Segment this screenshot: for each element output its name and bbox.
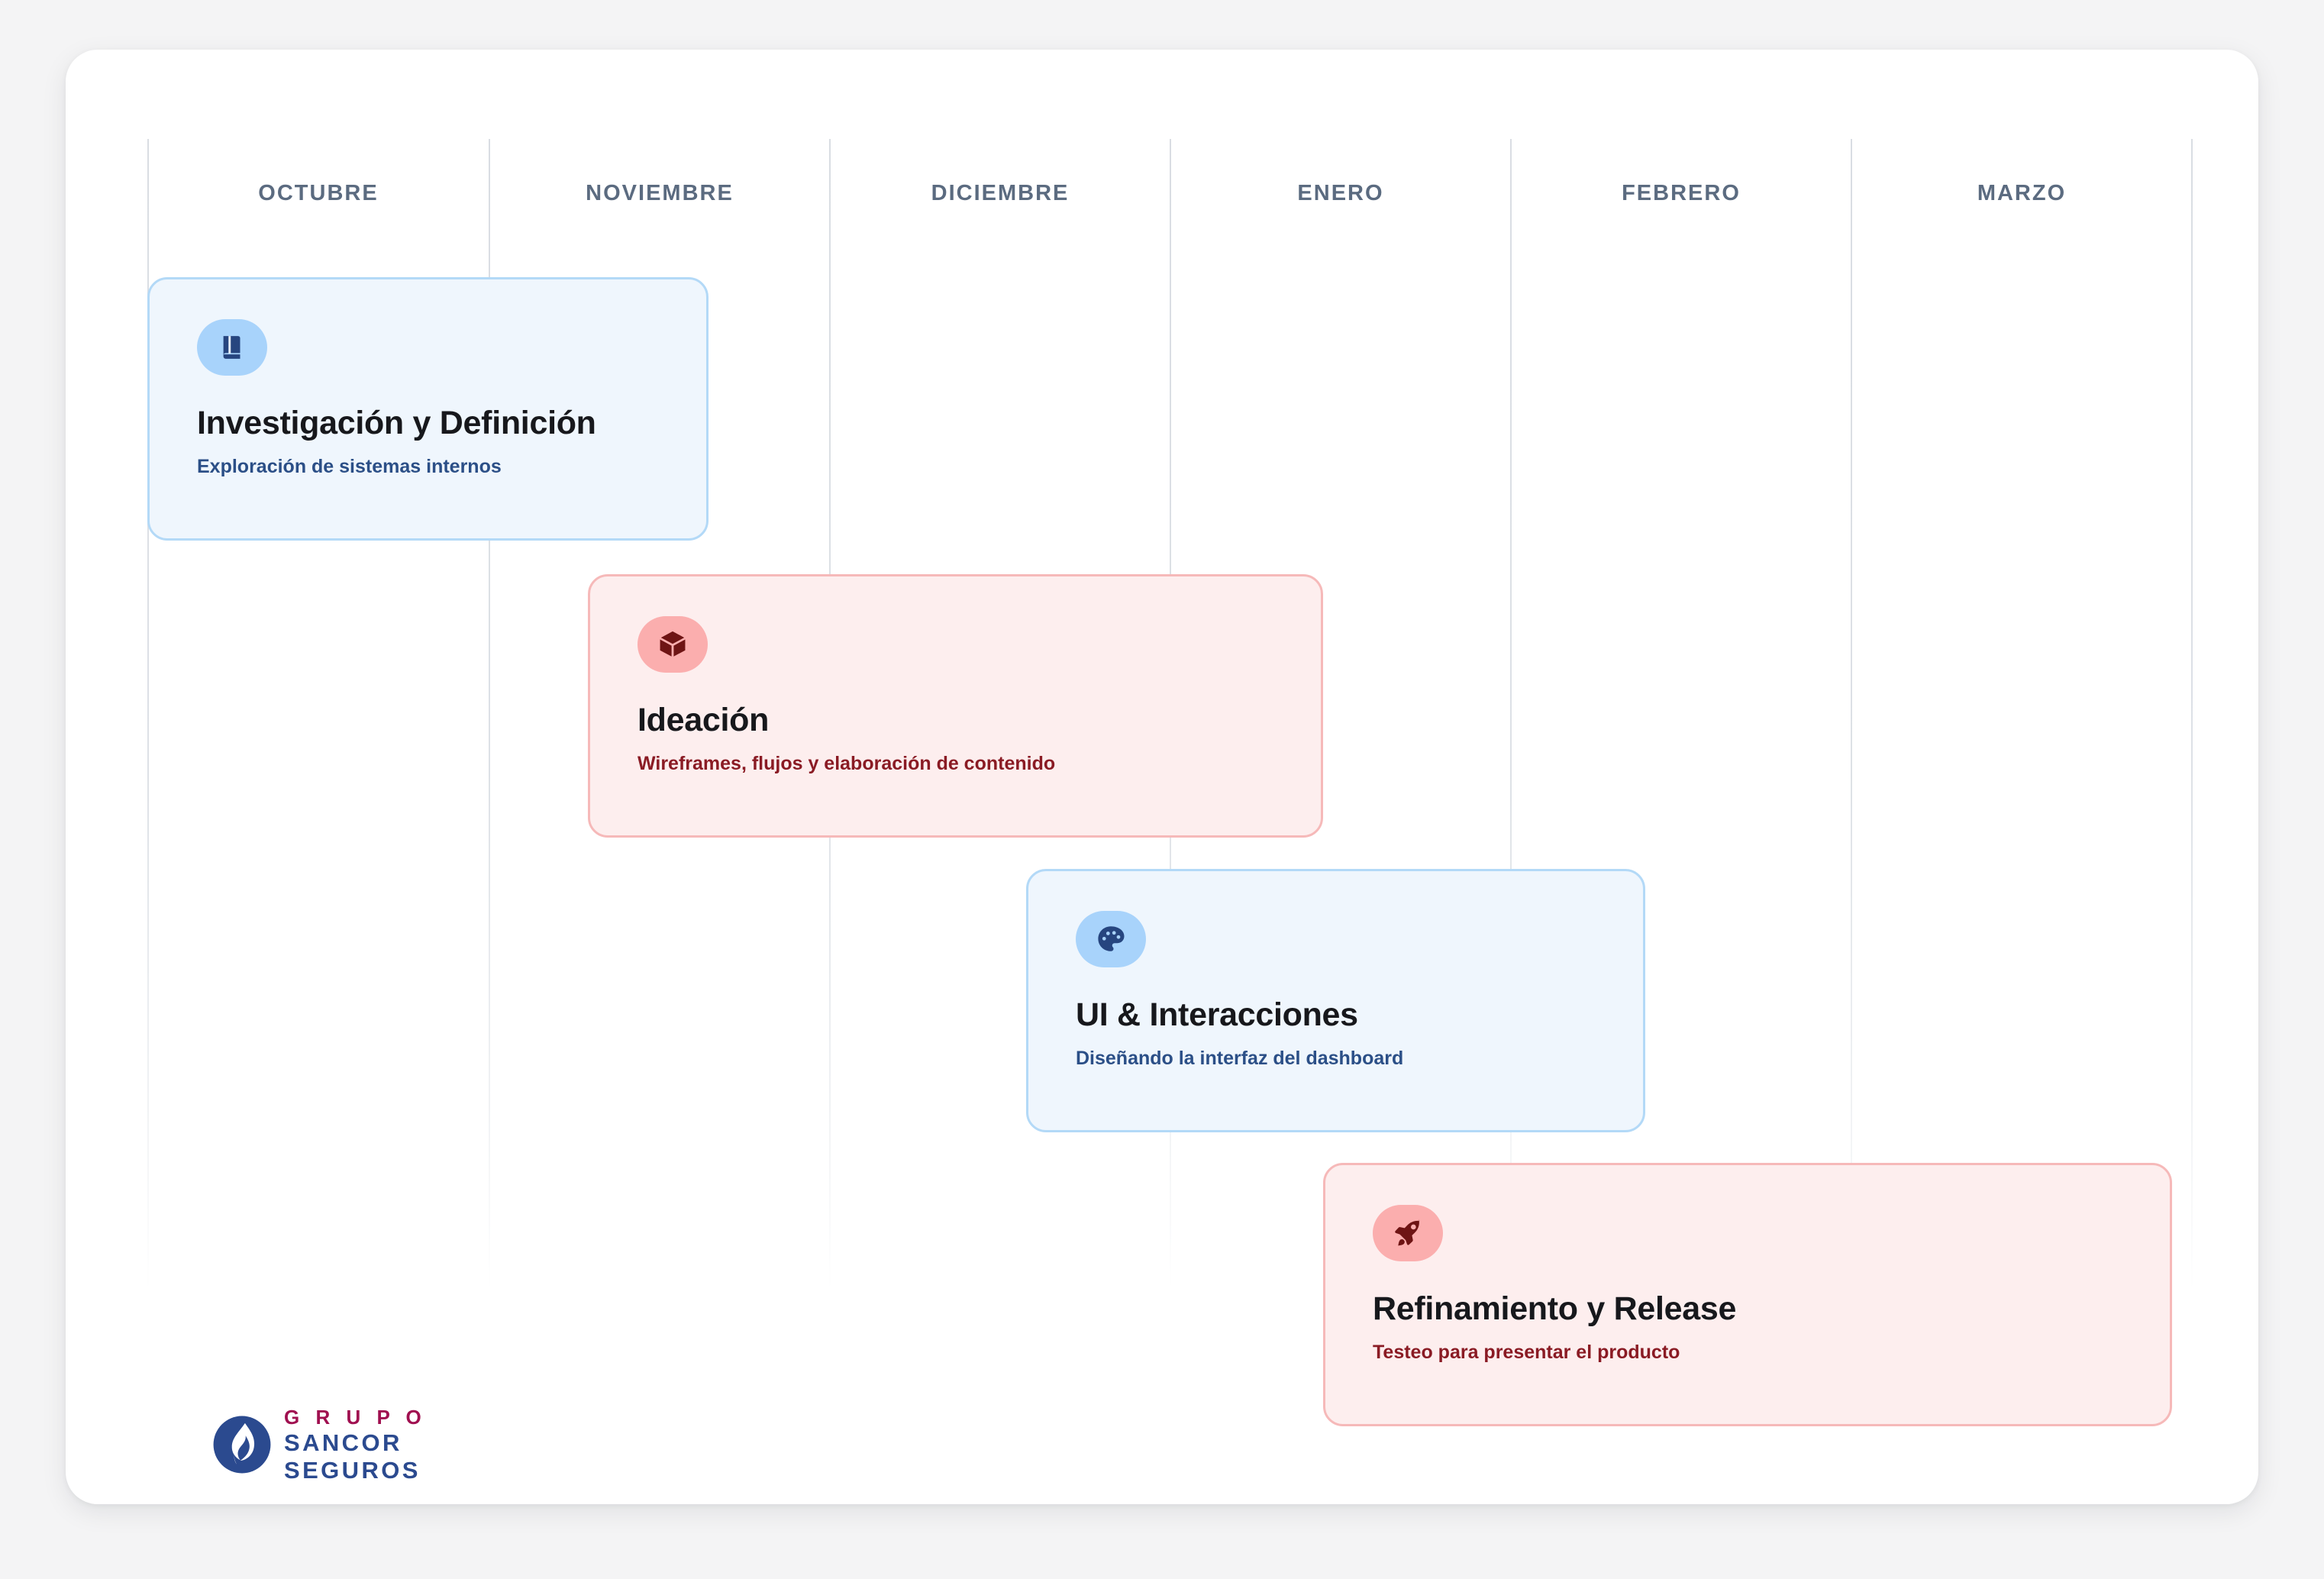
phase-subtitle: Wireframes, flujos y elaboración de cont… <box>637 753 1056 774</box>
logo-line-sancor: SANCOR <box>284 1429 402 1456</box>
palette-icon <box>1076 911 1146 967</box>
phase-subtitle: Diseñando la interfaz del dashboard <box>1076 1048 1404 1069</box>
month-label-marzo: MARZO <box>1977 181 2067 205</box>
gridline-5 <box>1851 139 1852 1290</box>
month-label-diciembre: DICIEMBRE <box>931 181 1070 205</box>
flame-circle-icon <box>213 1416 271 1474</box>
logo-line-seguros: SEGUROS <box>284 1457 421 1484</box>
timeline-board: OCTUBRE NOVIEMBRE DICIEMBRE ENERO FEBRERO MAR… <box>66 50 2258 1504</box>
rocket-icon <box>1373 1205 1443 1261</box>
phase-title: Refinamiento y Release <box>1373 1290 1737 1327</box>
gridline-6 <box>2191 139 2193 1290</box>
book-icon <box>197 319 267 376</box>
phase-subtitle: Exploración de sistemas internos <box>197 456 502 477</box>
box-icon <box>637 616 708 673</box>
month-label-noviembre: NOVIEMBRE <box>586 181 734 205</box>
month-label-octubre: OCTUBRE <box>258 181 379 205</box>
phase-title: Investigación y Definición <box>197 405 596 441</box>
logo-line-grupo: G R U P O <box>284 1406 427 1429</box>
gridline-1 <box>489 139 490 1290</box>
phase-title: Ideación <box>637 702 770 738</box>
month-label-febrero: FEBRERO <box>1622 181 1741 205</box>
month-label-enero: ENERO <box>1297 181 1384 205</box>
logo-wordmark: G R U P O SANCOR SEGUROS <box>284 1407 427 1482</box>
gridline-4 <box>1510 139 1512 1290</box>
phase-title: UI & Interacciones <box>1076 996 1358 1033</box>
gridline-0 <box>147 139 149 1290</box>
phase-subtitle: Testeo para presentar el producto <box>1373 1342 1680 1363</box>
sancor-seguros-logo: G R U P O SANCOR SEGUROS <box>212 1407 427 1482</box>
